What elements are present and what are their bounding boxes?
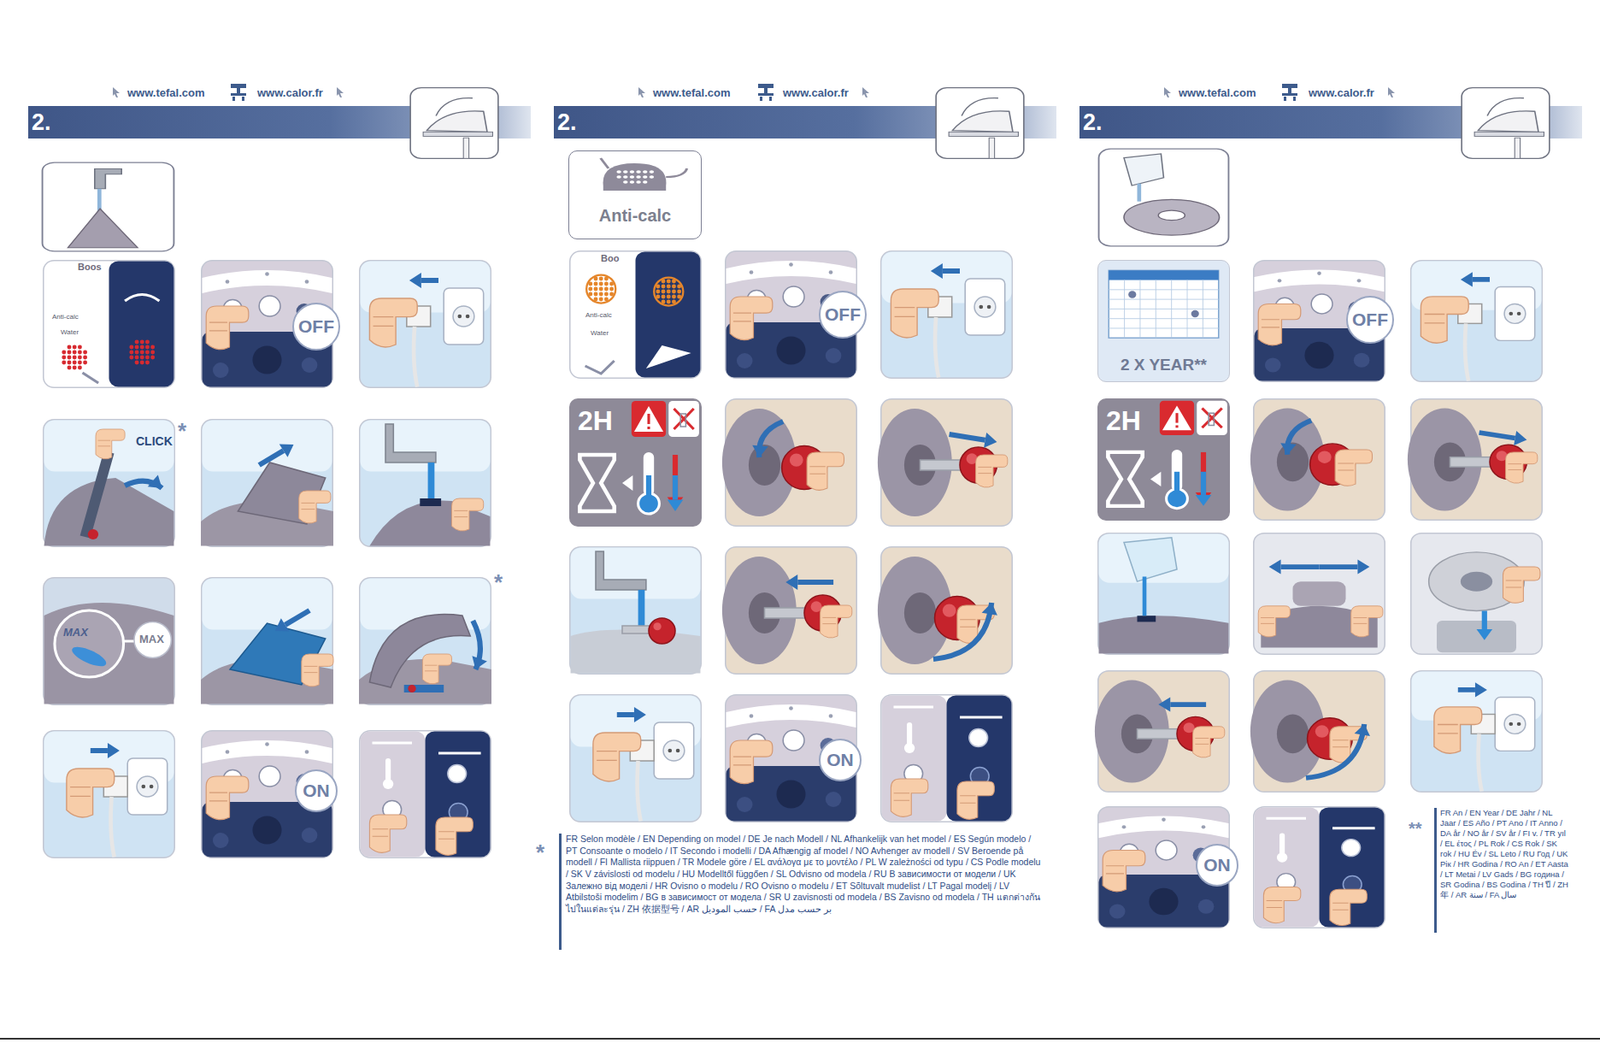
website-url: www.tefal.com bbox=[1178, 87, 1257, 100]
tile-text: 2 X YEAR** bbox=[1098, 355, 1230, 375]
step-illustration bbox=[880, 398, 1013, 527]
section-band: 2. bbox=[553, 105, 1057, 139]
step-illustration bbox=[724, 398, 858, 527]
section-band: 2. bbox=[1079, 105, 1583, 139]
step-illustration bbox=[358, 259, 492, 389]
tool-icon bbox=[229, 82, 248, 103]
status-text: OFF bbox=[298, 316, 335, 337]
step-illustration bbox=[1410, 532, 1543, 655]
status-text: ON bbox=[1203, 854, 1231, 876]
tool-icon bbox=[1280, 82, 1300, 103]
page-rule bbox=[0, 1037, 1600, 1040]
step-illustration bbox=[1252, 805, 1386, 929]
step-illustration bbox=[569, 546, 702, 675]
step-illustration bbox=[200, 576, 334, 706]
iron-icon bbox=[1459, 86, 1552, 160]
step-illustration bbox=[880, 546, 1013, 675]
cursor-icon bbox=[1387, 86, 1396, 99]
step-illustration bbox=[1410, 398, 1543, 521]
warning-tile: 2H bbox=[1097, 398, 1230, 521]
website-url: www.calor.fr bbox=[1308, 87, 1375, 100]
callout-label: Water bbox=[589, 329, 610, 337]
footnote-text: FR An / EN Year / DE Jahr / NL Jaar / ES… bbox=[1440, 807, 1571, 900]
section-number: 2. bbox=[28, 105, 531, 139]
iron-icon bbox=[934, 86, 1026, 160]
iron-icon bbox=[408, 86, 500, 160]
callout-label: Anti-calc bbox=[51, 312, 80, 321]
step-illustration bbox=[200, 418, 334, 548]
status-badge: ON bbox=[1195, 843, 1239, 887]
tile-text: 2H bbox=[577, 405, 613, 437]
step-illustration bbox=[880, 694, 1013, 823]
status-badge: OFF bbox=[1346, 295, 1395, 344]
status-badge: ON bbox=[294, 769, 338, 812]
status-text: OFF bbox=[824, 304, 861, 325]
callout-label: Anti-calc bbox=[584, 311, 613, 319]
callout-label: MAX bbox=[139, 633, 165, 647]
step-illustration bbox=[1410, 259, 1543, 383]
status-text: OFF bbox=[1352, 309, 1389, 330]
callout-label: MAX bbox=[63, 626, 89, 640]
section-number: 2. bbox=[1079, 105, 1583, 139]
callout-label: Boo bbox=[600, 252, 620, 265]
step-illustration bbox=[1252, 398, 1386, 521]
status-text: ON bbox=[826, 749, 854, 771]
note-bar bbox=[1434, 807, 1437, 933]
note-bar bbox=[558, 833, 562, 950]
calendar-tile: 2 X YEAR** bbox=[1097, 259, 1230, 383]
step-illustration bbox=[569, 694, 702, 823]
status-badge: OFF bbox=[818, 290, 867, 339]
icon-box: Anti-calc bbox=[568, 150, 702, 240]
tool-icon bbox=[756, 82, 776, 103]
callout-label: Water bbox=[59, 328, 80, 336]
step-illustration bbox=[42, 729, 176, 859]
cursor-icon bbox=[335, 86, 345, 99]
step-illustration bbox=[358, 418, 492, 548]
step-illustration bbox=[42, 259, 176, 389]
callout-label: CLICK bbox=[135, 434, 174, 448]
section-band: 2. bbox=[28, 105, 531, 139]
step-illustration bbox=[880, 250, 1013, 379]
descale-icon bbox=[1097, 147, 1230, 248]
tile-text: 2H bbox=[1105, 405, 1142, 437]
cursor-icon bbox=[111, 86, 121, 99]
step-illustration bbox=[1252, 532, 1386, 655]
step-illustration bbox=[358, 576, 492, 706]
step-illustration bbox=[1097, 532, 1230, 655]
step-illustration bbox=[724, 546, 858, 675]
kettle-icon bbox=[569, 151, 700, 205]
cursor-icon bbox=[861, 86, 871, 99]
section-number: 2. bbox=[553, 105, 1057, 139]
warning-tile: 2H bbox=[569, 398, 702, 527]
footnote-text: FR Selon modèle / EN Depending on model … bbox=[565, 833, 1043, 915]
website-url: www.tefal.com bbox=[127, 87, 206, 100]
website-url: www.calor.fr bbox=[782, 87, 849, 100]
tile-text: Anti-calc bbox=[569, 205, 701, 226]
callout-label: Boos bbox=[76, 261, 103, 273]
website-url: www.tefal.com bbox=[652, 87, 731, 100]
callout-label: * bbox=[494, 570, 503, 596]
callout-label: * bbox=[535, 840, 545, 866]
cursor-icon bbox=[637, 86, 647, 99]
callout-label: ** bbox=[1408, 818, 1423, 839]
filling-icon bbox=[41, 161, 176, 253]
callout-label: * bbox=[177, 418, 187, 445]
website-url: www.calor.fr bbox=[257, 87, 324, 100]
step-illustration bbox=[358, 729, 492, 859]
status-badge: ON bbox=[818, 738, 862, 782]
step-illustration bbox=[1097, 670, 1230, 793]
step-illustration bbox=[1410, 670, 1543, 793]
step-illustration bbox=[1252, 670, 1386, 793]
cursor-icon bbox=[1163, 86, 1172, 99]
status-badge: OFF bbox=[292, 302, 341, 351]
status-text: ON bbox=[302, 780, 330, 801]
